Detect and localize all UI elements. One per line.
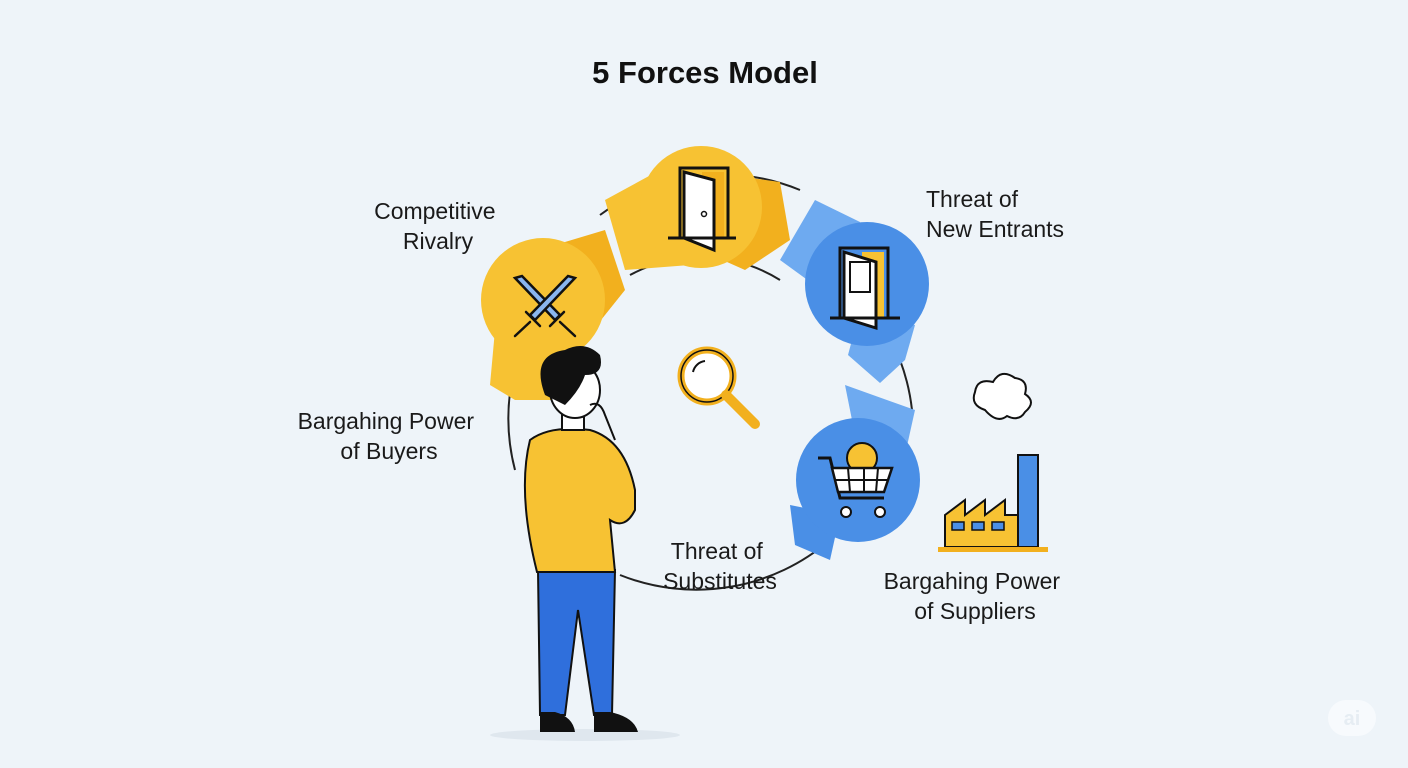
page-title: 5 Forces Model	[592, 55, 818, 90]
label-threat-substitutes: Threat of Substitutes	[663, 538, 777, 594]
ai-watermark: ai	[1328, 700, 1376, 736]
label-supplier-power: Bargahing Power of Suppliers	[884, 568, 1067, 624]
shopping-cart-icon	[796, 418, 920, 542]
crossed-swords-icon	[481, 238, 605, 362]
label-buyer-power: Bargahing Power of Buyers	[298, 408, 481, 464]
open-door-icon	[640, 146, 762, 268]
door-icon	[805, 222, 929, 346]
thinking-person-illustration	[490, 346, 680, 741]
magnifier-icon	[677, 346, 760, 429]
factory-icon	[938, 372, 1048, 552]
svg-text:ai: ai	[1344, 708, 1361, 730]
label-threat-new-entrants: Threat of New Entrants	[926, 186, 1064, 242]
label-competitive-rivalry: Competitive Rivalry	[374, 198, 502, 254]
